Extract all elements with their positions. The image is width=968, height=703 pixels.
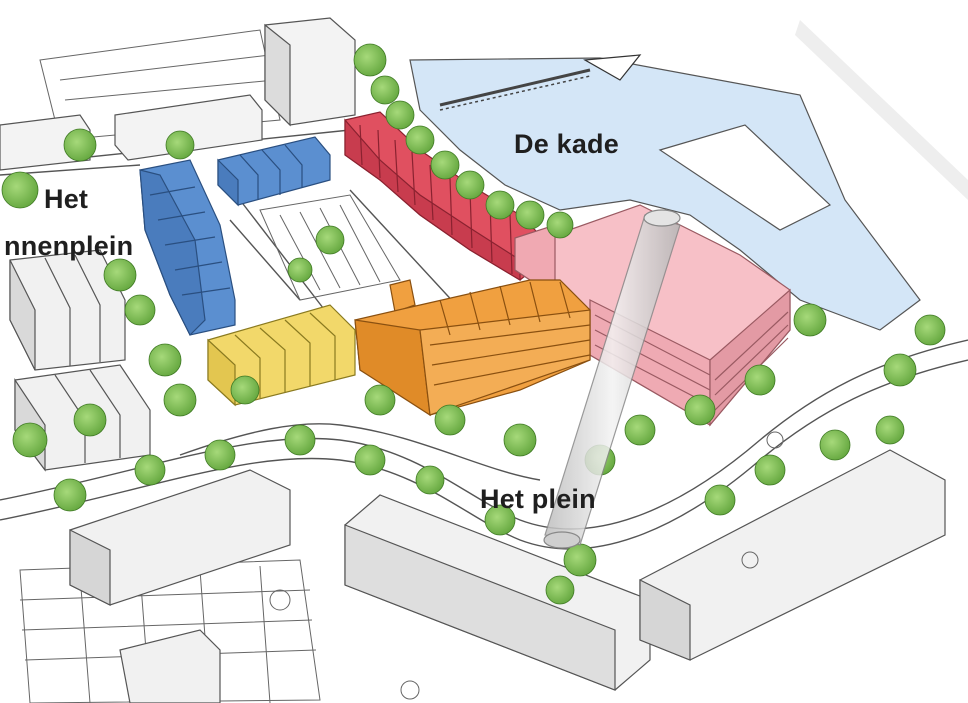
orange-buildings bbox=[354, 279, 591, 417]
water-basin bbox=[409, 57, 921, 331]
label-binnenplein-line2: nnenplein bbox=[4, 231, 134, 261]
label-de-kade: De kade bbox=[514, 129, 619, 159]
existing-buildings bbox=[0, 17, 946, 703]
blue-buildings bbox=[139, 136, 331, 337]
bridge bbox=[439, 54, 642, 111]
pink-buildings bbox=[514, 204, 791, 427]
tower-cylinder bbox=[543, 209, 681, 549]
plaza-details bbox=[269, 431, 784, 700]
label-het-plein: Het plein bbox=[480, 484, 596, 514]
trees bbox=[1, 43, 946, 605]
label-binnenplein-line1: Het bbox=[44, 184, 89, 214]
